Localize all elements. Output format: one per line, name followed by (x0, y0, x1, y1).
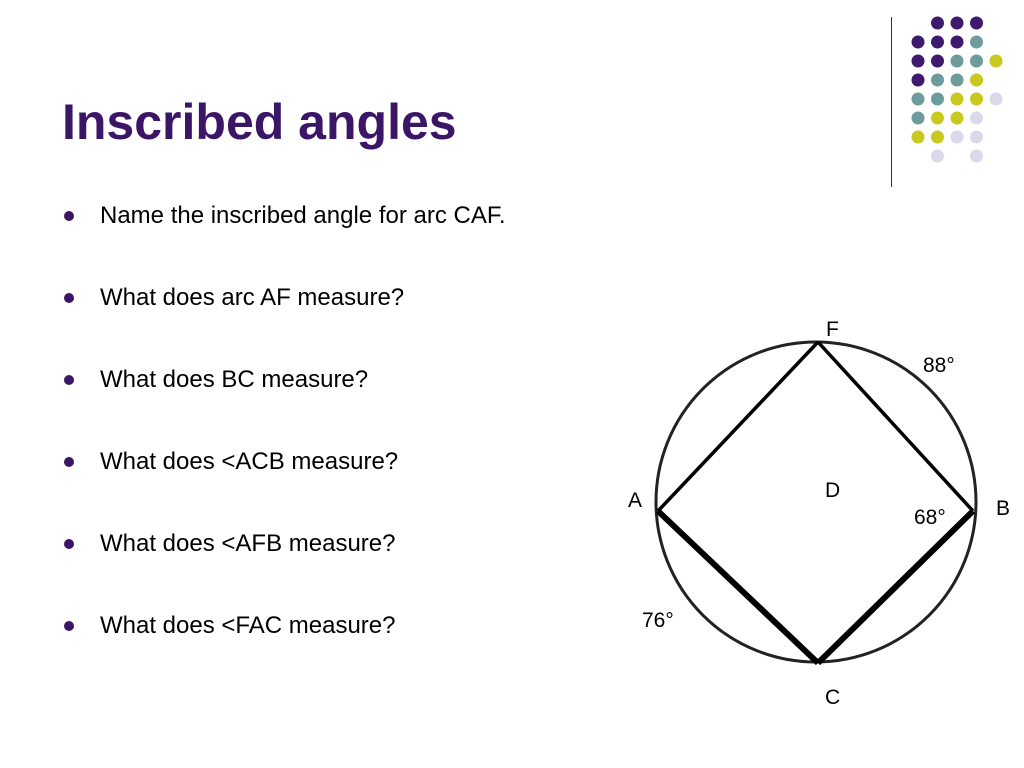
chord-FB (816, 340, 975, 513)
bullet-list: Name the inscribed angle for arc CAF. Wh… (62, 196, 506, 688)
arc-AC-measure: 76° (642, 609, 674, 632)
bullet-dot-icon (64, 621, 74, 631)
chord-FA (656, 340, 820, 513)
decorative-dot (931, 54, 944, 68)
bullet-dot-icon (64, 211, 74, 221)
point-label-C: C (825, 686, 840, 709)
bullet-text: What does <FAC measure? (100, 612, 396, 639)
slide-title: Inscribed angles (62, 94, 457, 150)
bullet-dot-icon (64, 293, 74, 303)
bullet-item: What does <FAC measure? (62, 606, 506, 688)
point-label-F: F (826, 318, 839, 341)
decorative-dot (931, 92, 944, 106)
bullet-item: What does BC measure? (62, 360, 506, 442)
decorative-dot (931, 130, 944, 144)
bullet-text: Name the inscribed angle for arc CAF. (100, 202, 506, 229)
decorative-dot (970, 130, 983, 144)
decorative-dot (931, 73, 944, 87)
decorative-dot (989, 92, 1003, 106)
decorative-dot (950, 16, 964, 30)
bullet-text: What does <ACB measure? (100, 448, 399, 475)
decorative-dot (911, 92, 925, 106)
center-label-D: D (825, 479, 840, 502)
decorative-dot (970, 149, 983, 163)
bullet-text: What does <AFB measure? (100, 530, 396, 557)
bullet-item: What does arc AF measure? (62, 278, 506, 360)
decorative-dot (931, 16, 944, 30)
decorative-dot (970, 111, 983, 125)
point-label-B: B (996, 497, 1010, 520)
decorative-dot (970, 73, 983, 87)
decorative-dot (970, 54, 983, 68)
bullet-text: What does arc AF measure? (100, 284, 405, 311)
bullet-text: What does BC measure? (100, 366, 369, 393)
arc-FB-measure: 88° (923, 354, 955, 377)
decorative-dot (950, 35, 964, 49)
decorative-dot (931, 149, 944, 163)
decorative-dot (970, 16, 983, 30)
decorative-dot (911, 35, 925, 49)
decorative-dot (950, 73, 964, 87)
decorative-dot (989, 54, 1003, 68)
bullet-item: Name the inscribed angle for arc CAF. (62, 196, 506, 278)
decorative-dot (911, 130, 925, 144)
bullet-dot-icon (64, 539, 74, 549)
bullet-item: What does <ACB measure? (62, 442, 506, 524)
point-label-A: A (628, 489, 642, 512)
decorative-dot (911, 54, 925, 68)
decorative-dot (911, 111, 925, 125)
decorative-dot (931, 111, 944, 125)
header-divider (891, 17, 892, 187)
decorative-dot (970, 92, 983, 106)
circle (654, 340, 978, 664)
inscribed-angle-diagram: F A B C D 88° 68° 76° (628, 318, 1010, 709)
decorative-dot (950, 130, 964, 144)
decorative-dot (911, 73, 925, 87)
chord-AC (655, 508, 821, 666)
angle-B-measure: 68° (914, 506, 946, 529)
chord-BC (815, 508, 976, 666)
decorative-dot (950, 111, 964, 125)
bullet-item: What does <AFB measure? (62, 524, 506, 606)
decorative-dot (931, 35, 944, 49)
decorative-dot (970, 35, 983, 49)
decorative-dot (950, 92, 964, 106)
decorative-dot (950, 54, 964, 68)
bullet-dot-icon (64, 457, 74, 467)
bullet-dot-icon (64, 375, 74, 385)
decorative-dot-grid (911, 16, 1003, 163)
